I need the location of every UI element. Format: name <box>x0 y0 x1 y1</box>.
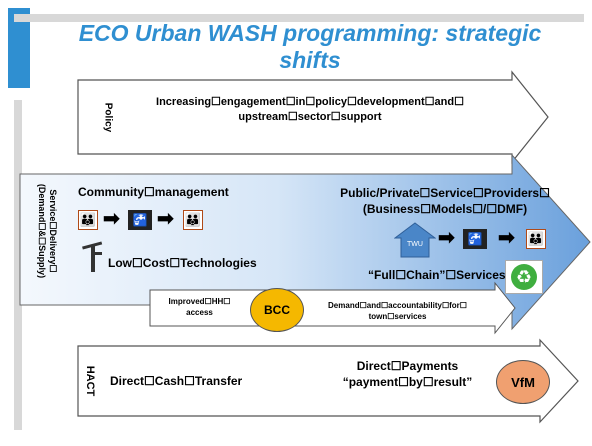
policy-side-label: Policy <box>102 102 114 133</box>
improved-access-line-2: access <box>186 308 213 317</box>
service-providers-line-1: Public/Private☐Service☐Providers☐ <box>340 186 550 200</box>
service-arrow <box>19 153 591 331</box>
slide-title: ECO Urban WASH programming: strategic sh… <box>40 20 580 74</box>
arrow-right-icon: ➡ <box>157 208 174 230</box>
family-icon: 👪 <box>183 210 203 230</box>
bcc-circle: BCC <box>250 288 304 332</box>
policy-text: Increasing☐engagement☐in☐policy☐developm… <box>120 95 500 125</box>
house-icon <box>394 222 436 258</box>
policy-text-line-2: upstream☐sector☐support <box>238 111 382 123</box>
inner-arrow <box>149 281 516 335</box>
hand-pump-icon <box>82 241 103 272</box>
water-tap-icon: 🚰 <box>128 210 152 230</box>
vfm-label: VfM <box>511 374 535 390</box>
twu-label: TWU <box>407 241 423 248</box>
arrow-right-icon: ➡ <box>438 227 455 249</box>
blue-accent-bar <box>8 8 30 88</box>
hact-arrow <box>77 338 579 424</box>
demand-accountability-line-2: town☐services <box>368 312 427 321</box>
direct-payments-line-2: “payment☐by☐result” <box>342 375 473 389</box>
full-chain-services-label: “Full☐Chain”☐Services <box>368 268 506 282</box>
demand-accountability-label: Demand☐and☐accountability☐for☐ town☐serv… <box>310 300 485 322</box>
demand-accountability-line-1: Demand☐and☐accountability☐for☐ <box>328 301 467 310</box>
arrow-right-icon: ➡ <box>103 208 120 230</box>
improved-access-label: Improved☐HH☐ access <box>152 296 247 318</box>
water-tap-icon: 🚰 <box>463 229 487 249</box>
policy-arrow <box>77 70 549 164</box>
hact-side-label: HACT <box>84 365 96 397</box>
service-side-label-line-2: (Demand☐&☐Supply) <box>37 183 47 279</box>
direct-cash-transfer-label: Direct☐Cash☐Transfer <box>110 374 243 388</box>
arrow-right-icon: ➡ <box>498 227 515 249</box>
recycle-icon: ♻ <box>505 260 543 294</box>
service-side-label: Service☐Delivery☐ (Demand☐&☐Supply) <box>36 166 58 296</box>
title-line-2: shifts <box>279 47 341 73</box>
title-line-1: ECO Urban WASH programming: strategic <box>78 20 542 46</box>
low-cost-technologies-label: Low☐Cost☐Technologies <box>108 256 257 270</box>
top-gray-bar <box>14 14 584 22</box>
improved-access-line-1: Improved☐HH☐ <box>168 297 231 306</box>
bcc-label: BCC <box>264 303 290 317</box>
community-management-label: Community☐management <box>78 185 229 199</box>
service-side-label-line-1: Service☐Delivery☐ <box>48 189 58 273</box>
direct-payments-line-1: Direct☐Payments <box>356 359 459 373</box>
policy-text-line-1: Increasing☐engagement☐in☐policy☐developm… <box>156 96 464 108</box>
direct-payments-label: Direct☐Payments “payment☐by☐result” <box>320 358 495 390</box>
service-providers-label: Public/Private☐Service☐Providers☐ (Busin… <box>330 185 560 217</box>
family-icon: 👪 <box>526 229 546 249</box>
vfm-circle: VfM <box>496 360 550 404</box>
family-icon: 👪 <box>78 210 98 230</box>
service-providers-line-2: (Business☐Models☐/☐DMF) <box>362 202 528 216</box>
left-gray-bar <box>14 100 22 430</box>
